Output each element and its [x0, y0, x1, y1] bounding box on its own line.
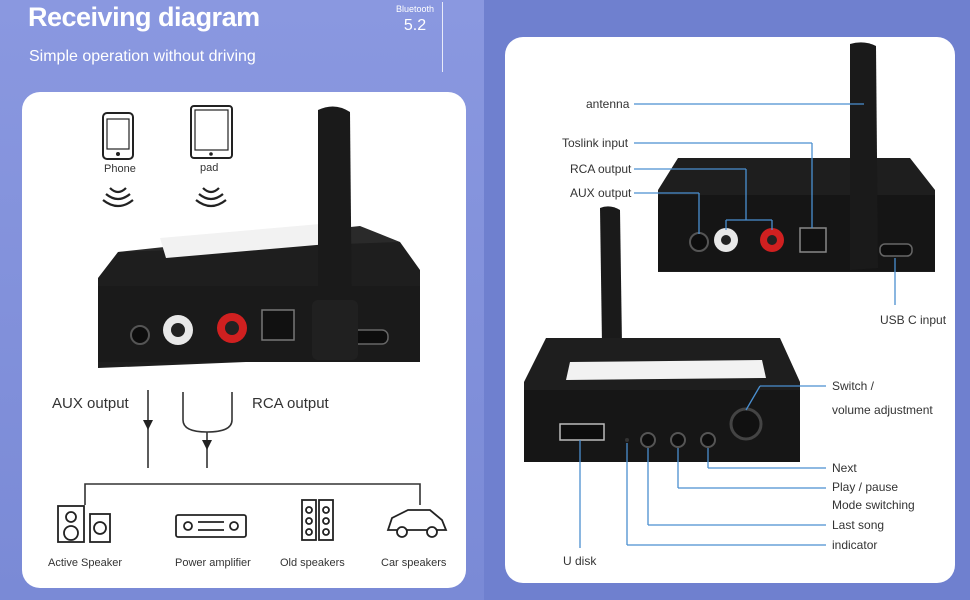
dest-label-power-amplifier: Power amplifier: [175, 557, 251, 569]
distribution-line: [84, 483, 421, 505]
rca-cable: [182, 392, 233, 468]
tablet-icon: [190, 105, 233, 159]
callout-aux-output: AUX output: [570, 186, 632, 200]
callout-indicator: indicator: [832, 538, 878, 552]
callout-antenna: antenna: [586, 97, 630, 111]
source-label-pad: pad: [200, 162, 219, 174]
page-subtitle: Simple operation without driving: [29, 48, 256, 65]
dest-label-car-speakers: Car speakers: [381, 557, 447, 569]
dest-label-old-speakers: Old speakers: [280, 557, 345, 569]
page-title: Receiving diagram: [28, 2, 260, 32]
active-speaker-icon: [57, 505, 111, 543]
bluetooth-label: Bluetooth: [395, 4, 435, 14]
bluetooth-tag: Bluetooth 5.2: [395, 4, 435, 35]
callout-udisk: U disk: [563, 554, 597, 568]
callout-play-pause: Play / pause: [832, 480, 899, 494]
old-speakers-icon: [301, 499, 334, 541]
bluetooth-version: 5.2: [403, 17, 427, 34]
source-label-phone: Phone: [104, 163, 136, 175]
signal-icon: [195, 187, 227, 208]
callout-next: Next: [832, 461, 857, 475]
power-amplifier-icon: [175, 514, 247, 538]
dest-label-active-speaker: Active Speaker: [48, 557, 122, 569]
callout-usbc: USB C input: [880, 313, 947, 327]
callout-toslink: Toslink input: [562, 136, 629, 150]
aux-cable: [143, 390, 153, 468]
bluetooth-divider: [442, 2, 443, 72]
aux-output-label: AUX output: [52, 395, 129, 412]
callout-rca-output: RCA output: [570, 162, 632, 176]
phone-icon: [102, 112, 134, 160]
signal-icon: [102, 187, 134, 208]
callout-switch: Switch /: [832, 379, 875, 393]
callout-mode: Mode switching: [832, 498, 915, 512]
front-device: [524, 206, 800, 462]
callout-volume: volume adjustment: [832, 403, 933, 417]
callout-last-song: Last song: [832, 518, 885, 532]
back-device: [658, 42, 935, 272]
converter-device: [98, 106, 420, 368]
car-icon: [386, 509, 448, 538]
rca-output-label: RCA output: [252, 395, 329, 412]
callout-lines: [579, 103, 896, 548]
